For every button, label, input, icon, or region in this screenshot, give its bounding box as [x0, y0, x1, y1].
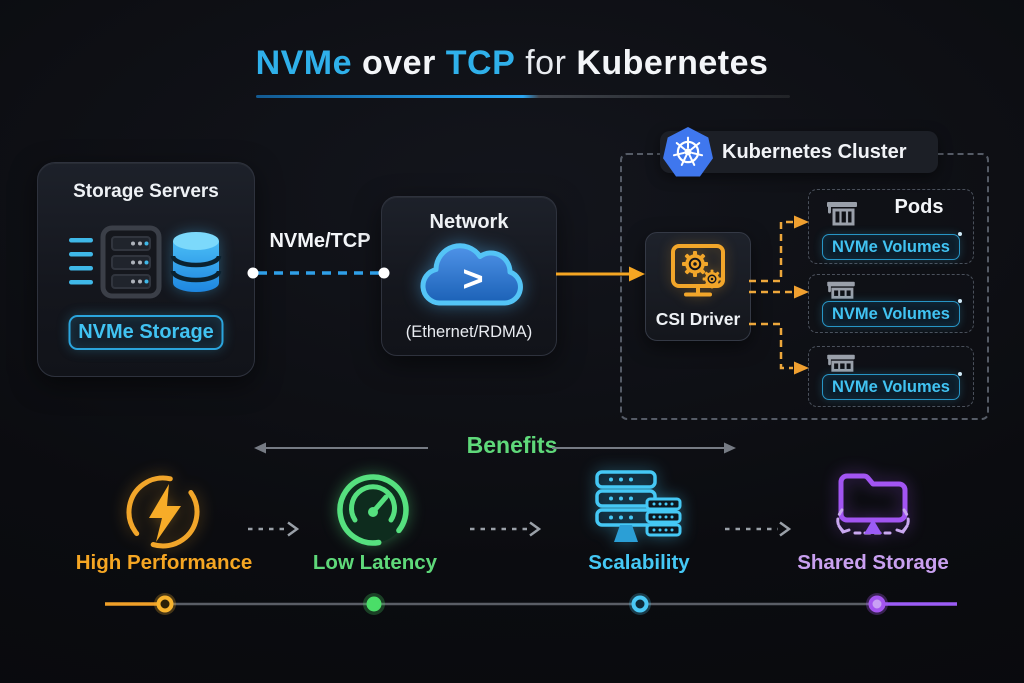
timeline-dot-cyan — [631, 595, 649, 613]
benefit-label-scalability: Scalability — [588, 551, 690, 574]
nvme-storage-badge: NVMe Storage — [68, 315, 224, 350]
pod-box-1: Pods NVMe Volumes — [808, 189, 974, 264]
title-part-tcp: TCP — [445, 44, 516, 82]
shared-storage-icon — [836, 473, 910, 535]
title-part-for: for — [515, 44, 577, 82]
title-underline — [256, 95, 790, 98]
timeline-dot-purple — [868, 595, 886, 613]
database-icon — [170, 232, 222, 292]
pod-icon — [827, 354, 855, 372]
csi-driver-box: CSI Driver — [645, 232, 751, 341]
network-panel: Network > (Ethernet/RDMA) — [381, 196, 557, 356]
scalability-icon — [595, 470, 682, 542]
pod-box-2: NVMe Volumes — [808, 274, 974, 333]
pod-icon — [827, 281, 855, 299]
benefit-label-high-performance: High Performance — [75, 551, 253, 574]
title-part-over: over — [352, 44, 446, 82]
timeline-dot-green — [366, 596, 382, 612]
nvme-volumes-badge: NVMe Volumes — [822, 372, 962, 400]
high-performance-icon — [126, 475, 200, 549]
csi-driver-label: CSI Driver — [655, 309, 741, 329]
benefit-label-shared-storage: Shared Storage — [797, 551, 949, 574]
network-title: Network — [429, 211, 509, 233]
benefit-timeline — [105, 593, 957, 615]
benefit-label-low-latency: Low Latency — [312, 551, 438, 574]
timeline-dot-orange — [156, 595, 174, 613]
storage-servers-title: Storage Servers — [73, 181, 219, 202]
server-rack-icon — [100, 225, 162, 299]
nvme-volumes-badge: NVMe Volumes — [822, 232, 962, 260]
pod-box-3: NVMe Volumes — [808, 346, 974, 407]
page-title: NVMe over TCP for Kubernetes — [0, 44, 1024, 83]
pod-icon — [827, 202, 857, 226]
cloud-icon: > — [411, 237, 527, 318]
low-latency-icon — [337, 474, 409, 546]
title-part-kubernetes: Kubernetes — [576, 44, 769, 82]
title-part-nvme: NVMe — [255, 44, 353, 82]
storage-icon-group — [38, 223, 254, 301]
pods-label: Pods — [894, 196, 944, 218]
storage-servers-panel: Storage Servers — [37, 162, 255, 377]
speed-lines-icon — [69, 238, 93, 285]
nvme-volumes-badge: NVMe Volumes — [822, 299, 962, 327]
nvme-tcp-label: NVMe/TCP — [269, 230, 371, 252]
network-subtitle: (Ethernet/RDMA) — [405, 323, 533, 341]
svg-text:>: > — [462, 258, 483, 299]
benefits-title: Benefits — [466, 432, 558, 458]
csi-driver-icon — [671, 244, 725, 297]
